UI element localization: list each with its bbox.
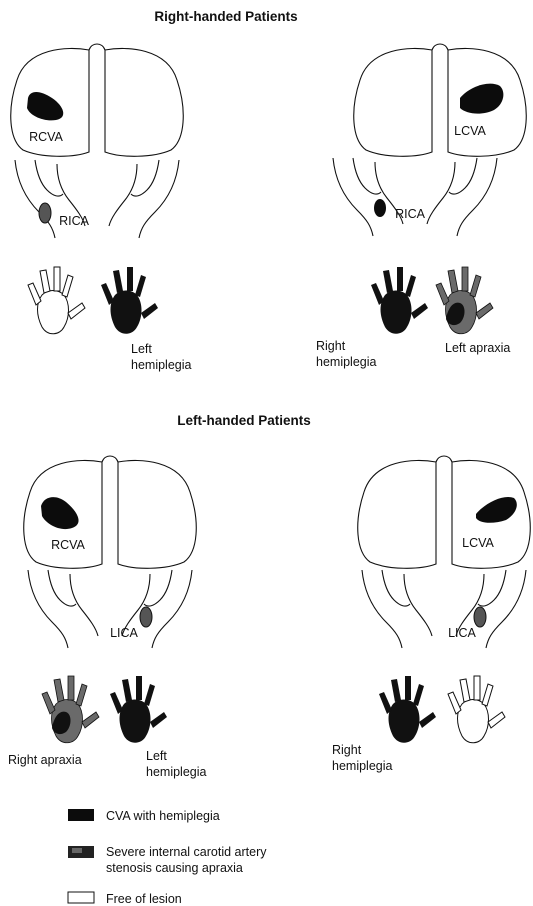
ica-stenosis <box>474 607 486 627</box>
cva-label: LCVA <box>454 124 486 138</box>
ica-label: RICA <box>59 214 90 228</box>
hand-label: Right apraxia <box>8 753 82 767</box>
cva-lesion <box>41 497 79 529</box>
hand-label: Right hemiplegia <box>332 743 393 773</box>
cva-lesion <box>27 92 63 120</box>
hand-label-line: Left <box>146 749 167 763</box>
hand-label-line: hemiplegia <box>332 759 393 773</box>
legend: CVA with hemiplegia Severe internal caro… <box>68 809 270 906</box>
free-hand-icon <box>448 676 505 743</box>
neck-outline <box>15 160 179 238</box>
neck-outline <box>333 158 497 236</box>
hand-label-line: Left <box>131 342 152 356</box>
legend-label-free: Free of lesion <box>106 892 182 906</box>
hand-label: Left hemiplegia <box>146 749 207 779</box>
ica-label: RICA <box>395 207 426 221</box>
ica-stenosis <box>39 203 51 223</box>
section-title-left-handed: Left-handed Patients <box>177 413 311 428</box>
free-hand-icon <box>28 267 85 334</box>
cva-lesion <box>460 84 503 114</box>
hand-label: Left apraxia <box>445 341 510 355</box>
ica-label: LICA <box>448 626 476 640</box>
legend-label-line: Severe internal carotid artery <box>106 845 267 859</box>
hand-label-line: Right <box>332 743 362 757</box>
hemiplegia-hand-icon <box>371 267 428 334</box>
hemiplegia-hand-icon <box>101 267 158 334</box>
legend-swatch-stenosis-shade <box>72 848 82 853</box>
hand-label: Left hemiplegia <box>131 342 192 372</box>
cva-label: RCVA <box>29 130 63 144</box>
apraxia-hand-icon <box>42 676 99 743</box>
ica-stenosis <box>374 199 386 217</box>
hand-label-line: hemiplegia <box>316 355 377 369</box>
hemiplegia-hand-icon <box>110 676 167 743</box>
legend-swatch-cva <box>68 809 94 821</box>
ica-stenosis <box>140 607 152 627</box>
legend-label-line: stenosis causing apraxia <box>106 861 243 875</box>
legend-label-cva: CVA with hemiplegia <box>106 809 220 823</box>
hand-label: Right hemiplegia <box>316 339 377 369</box>
cva-lesion <box>476 497 517 523</box>
hand-label-line: Right <box>316 339 346 353</box>
legend-swatch-free <box>68 892 94 903</box>
panel-left-handed-lcva: LCVA LICA Right hemiplegia <box>332 456 530 773</box>
hemiplegia-hand-icon <box>379 676 436 743</box>
legend-label-stenosis: Severe internal carotid artery stenosis … <box>106 845 270 875</box>
cva-label: RCVA <box>51 538 85 552</box>
cva-label: LCVA <box>462 536 494 550</box>
ica-label: LICA <box>110 626 138 640</box>
panel-right-handed-lcva: LCVA RICA Right hemiplegia Left apraxia <box>316 44 526 369</box>
section-title-right-handed: Right-handed Patients <box>154 9 297 24</box>
apraxia-hand-icon <box>436 267 493 334</box>
panel-left-handed-rcva: RCVA LICA Right apraxia Left hemiplegia <box>8 456 207 779</box>
hand-label-line: hemiplegia <box>146 765 207 779</box>
hand-label-line: hemiplegia <box>131 358 192 372</box>
neck-outline <box>362 570 526 648</box>
panel-right-handed-rcva: RCVA RICA Left hemiplegia <box>11 44 192 372</box>
